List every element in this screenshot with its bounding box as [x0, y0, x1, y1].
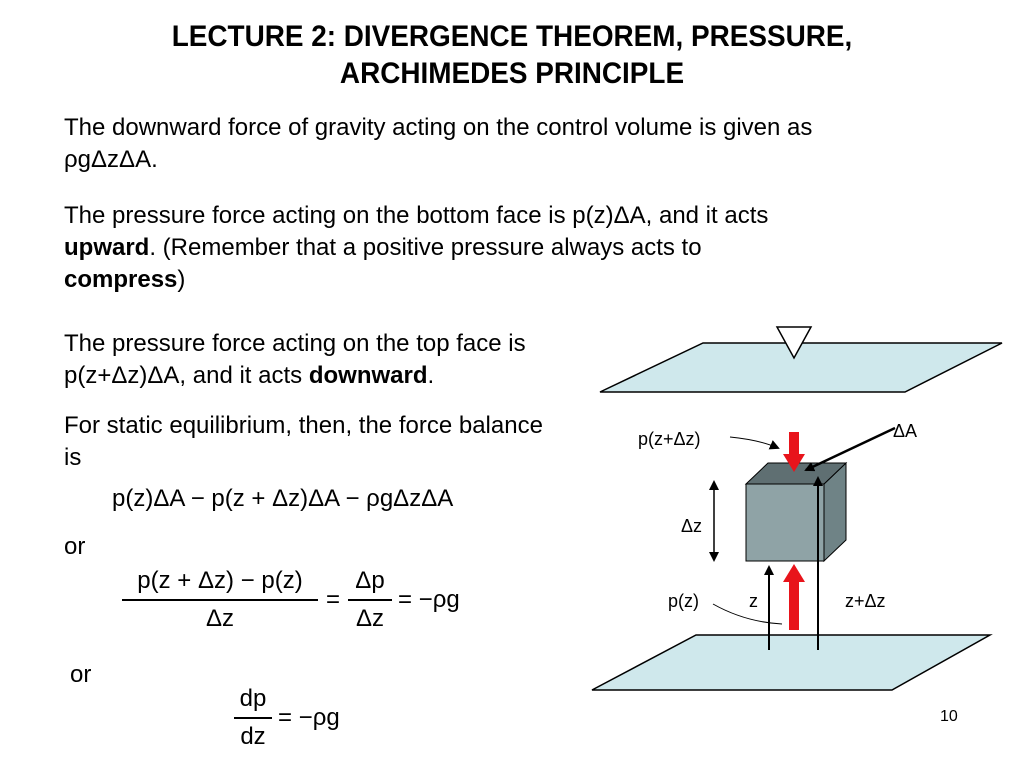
- area-label: ΔA: [893, 421, 917, 441]
- downward-word: downward: [308, 362, 428, 389]
- top-pressure-leader: [729, 436, 780, 450]
- delta-p-over-delta-z-fraction: Δp Δz: [348, 566, 392, 634]
- top-pressure-arrow: [783, 432, 805, 472]
- equilibrium-text: For static equilibrium, then, the force …: [64, 412, 543, 471]
- slide-title: LECTURE 2: DIVERGENCE THEOREM, PRESSURE,…: [36, 18, 988, 92]
- or-label-2: or: [70, 661, 92, 688]
- upper-plane: [599, 342, 1003, 393]
- top-face-period: .: [427, 362, 435, 389]
- difference-quotient-denominator: Δz: [205, 604, 235, 632]
- area-leader-arrow: [804, 426, 896, 472]
- free-surface-symbol: [775, 326, 813, 360]
- delta-z-label: Δz: [681, 516, 702, 536]
- bottom-face-paragraph: The pressure force acting on the bottom …: [64, 200, 944, 296]
- bottom-pressure-leader: [712, 603, 783, 625]
- derivative-denominator: dz: [240, 722, 266, 750]
- fraction-bar: [234, 717, 272, 719]
- delta-p-numerator: Δp: [355, 567, 385, 594]
- derivative-numerator: dp: [239, 685, 267, 712]
- slide-number: 10: [940, 708, 958, 725]
- slide-title-line-1: LECTURE 2: DIVERGENCE THEOREM, PRESSURE,: [171, 20, 853, 53]
- difference-quotient-numerator: p(z + Δz) − p(z): [137, 567, 303, 594]
- bottom-pressure-label: p(z): [668, 591, 699, 611]
- bottom-face-text: The pressure force acting on the bottom …: [64, 202, 769, 229]
- gravity-text: The downward force of gravity acting on …: [64, 114, 813, 141]
- force-balance-equation: p(z)ΔA − p(z + Δz)ΔA − ρgΔzΔA: [112, 485, 454, 512]
- top-face-paragraph: The pressure force acting on the top fac…: [64, 328, 594, 392]
- slide-title-line-2: ARCHIMEDES PRINCIPLE: [339, 57, 685, 90]
- derivative-fraction: dp dz: [234, 684, 272, 752]
- top-pressure-label: p(z+Δz): [638, 429, 701, 449]
- gravity-expression: ρgΔzΔA.: [64, 146, 158, 173]
- cube-front-face: [745, 483, 825, 562]
- equals-minus-rho-g-1: = −ρg: [398, 586, 460, 613]
- fraction-bar: [122, 599, 318, 601]
- equals-sign: =: [326, 586, 341, 613]
- top-face-text: The pressure force acting on the top fac…: [64, 330, 526, 389]
- bottom-pressure-arrow: [783, 564, 805, 630]
- or-label-1: or: [64, 533, 86, 560]
- closing-paren: ): [177, 266, 186, 293]
- upward-word: upward: [64, 234, 150, 261]
- z-label: z: [749, 591, 758, 611]
- z-plus-dz-label: z+Δz: [845, 591, 886, 611]
- compress-word: compress: [64, 266, 178, 293]
- equals-minus-rho-g-2: = −ρg: [278, 704, 340, 731]
- delta-z-denominator: Δz: [355, 604, 385, 632]
- difference-quotient-fraction: p(z + Δz) − p(z) Δz: [122, 566, 318, 634]
- bottom-face-remember: . (Remember that a positive pressure alw…: [149, 234, 702, 261]
- lower-plane: [591, 634, 993, 691]
- gravity-paragraph: The downward force of gravity acting on …: [64, 112, 964, 176]
- fraction-bar: [348, 599, 392, 601]
- equilibrium-paragraph: For static equilibrium, then, the force …: [64, 410, 544, 474]
